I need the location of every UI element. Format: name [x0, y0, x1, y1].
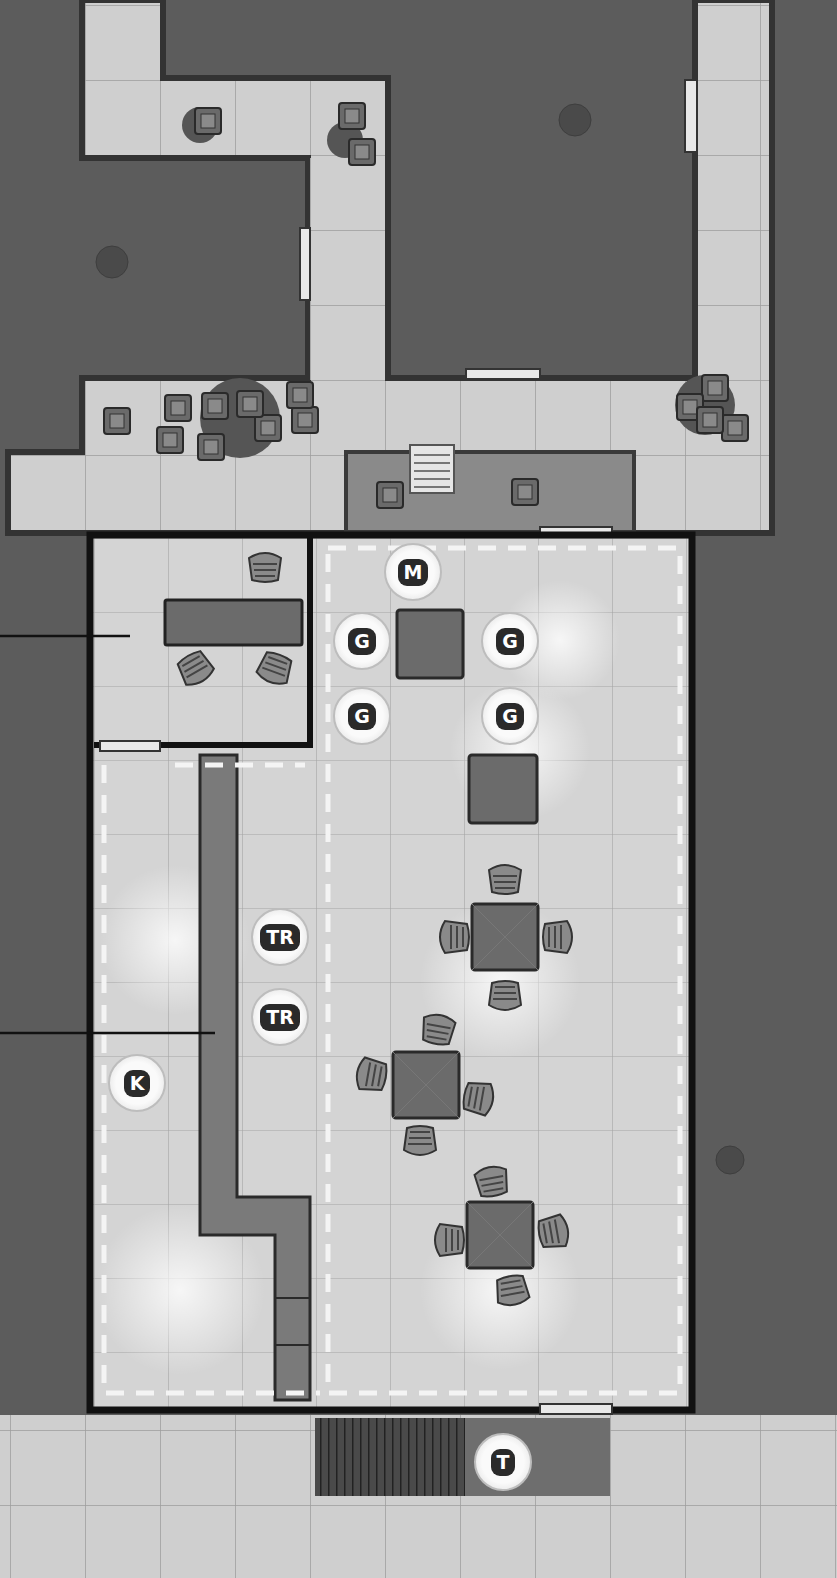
token-letter: G [348, 703, 376, 730]
unit-token: M [384, 543, 442, 601]
unit-token: G [481, 687, 539, 745]
unit-token: TR [251, 988, 309, 1046]
token-letter: G [496, 703, 524, 730]
token-letter: TR [260, 924, 300, 951]
unit-token: K [108, 1054, 166, 1112]
token-letter: M [398, 559, 429, 586]
unit-token: G [333, 612, 391, 670]
token-letter: T [491, 1449, 516, 1476]
token-letter: TR [260, 1004, 300, 1031]
token-letter: G [348, 628, 376, 655]
unit-token: G [333, 687, 391, 745]
unit-token: T [474, 1433, 532, 1491]
token-letter: G [496, 628, 524, 655]
token-letter: K [124, 1070, 151, 1097]
unit-token: TR [251, 908, 309, 966]
unit-token: G [481, 612, 539, 670]
